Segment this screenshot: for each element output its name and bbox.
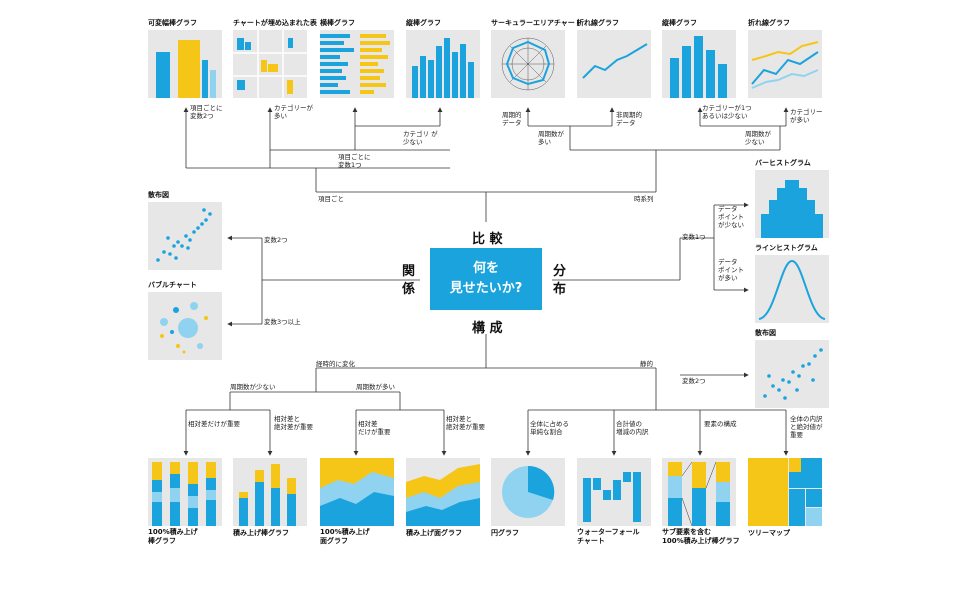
title-line-hist: ラインヒストグラム: [755, 244, 818, 252]
title-waterfall-line1: ウォーターフォール: [577, 528, 640, 536]
title-scatter-rel: 散布図: [148, 191, 169, 199]
title-stacked100-col-line2: 棒グラフ: [148, 537, 176, 545]
title-stacked100-area-line2: 面グラフ: [320, 537, 348, 545]
thumb-column2: [662, 30, 736, 98]
label-many-points: データ ポイント が多い: [718, 258, 744, 282]
thumb-stacked100-col: [148, 458, 222, 526]
label-few-periods: 周期数が 少ない: [745, 130, 771, 146]
title-line-multi: 折れ線グラフ: [748, 19, 790, 27]
axis-relationship: 関 係: [402, 264, 416, 297]
title-stacked-area: 積み上げ面グラフ: [406, 529, 462, 537]
thumb-bubble: [148, 292, 222, 360]
label-components: 要素の構成: [704, 420, 737, 428]
label-rel-diff-only-2: 相対差 だけが重要: [358, 420, 391, 436]
label-rel-diff-only-1: 相対差だけが重要: [188, 420, 240, 428]
thumb-stacked-area: [406, 458, 480, 526]
title-column: 縦棒グラフ: [406, 19, 441, 27]
title-pie: 円グラフ: [491, 529, 519, 537]
thumb-waterfall: [577, 458, 651, 526]
title-stacked-col: 積み上げ棒グラフ: [233, 529, 289, 537]
title-sub-stacked-line2: 100%積み上げ棒グラフ: [662, 537, 740, 545]
label-many-cat: カテゴリー が多い: [790, 108, 823, 124]
thumb-bar-h: [320, 30, 394, 98]
axis-composition: 構 成: [472, 321, 503, 336]
label-changes-over-time: 経時的に変化: [316, 360, 355, 368]
label-two-vars-per-item: 項目ごとに 変数2つ: [190, 104, 223, 120]
label-few-categories: カテゴリ が 少ない: [403, 130, 438, 146]
thumb-histogram: [755, 170, 829, 238]
label-rel-abs-1: 相対差と 絶対差が重要: [274, 415, 313, 431]
thumb-stacked-col: [233, 458, 307, 526]
title-waterfall-line2: チャート: [577, 537, 605, 545]
label-accum-sub: 合計値の 増減の内訳: [616, 420, 649, 436]
center-question-box: 何を 見せたいか?: [430, 248, 542, 310]
thumb-radar: [491, 30, 565, 98]
label-two-vars-dist: 変数2つ: [682, 377, 706, 385]
label-few-points: データ ポイント が少ない: [718, 205, 744, 229]
title-stacked100-col: 100%積み上げ 棒グラフ: [148, 528, 198, 546]
label-non-periodic: 非周期的 データ: [616, 111, 642, 127]
thumb-treemap: [748, 458, 822, 526]
thumb-table-chart: [233, 30, 307, 98]
title-waterfall: ウォーターフォール チャート: [577, 528, 640, 546]
thumb-line-hist: [755, 255, 829, 323]
label-per-item: 項目ごと: [318, 195, 344, 203]
title-stacked100-col-line1: 100%積み上げ: [148, 528, 198, 536]
label-three-vars: 変数3つ以上: [264, 318, 301, 326]
axis-distribution: 分 布: [553, 264, 567, 297]
thumb-scatter-rel: [148, 202, 222, 270]
label-rel-abs-2: 相対差と 絶対差が重要: [446, 415, 485, 431]
label-many-periods-b: 周期数が多い: [356, 383, 395, 391]
title-stacked100-area: 100%積み上げ 面グラフ: [320, 528, 370, 546]
label-time-series: 時系列: [634, 195, 654, 203]
label-periodic: 周期的 データ: [502, 111, 522, 127]
thumb-column: [406, 30, 480, 98]
thumb-sub-stacked: [662, 458, 736, 526]
label-few-periods-b: 周期数が少ない: [230, 383, 276, 391]
title-column2: 縦棒グラフ: [662, 19, 697, 27]
title-scatter-dist: 散布図: [755, 329, 776, 337]
title-bubble: バブルチャート: [148, 281, 197, 289]
label-components-abs: 全体の内訳 と絶対値が 重要: [790, 415, 823, 439]
thumb-scatter-dist: [755, 340, 829, 408]
label-one-var: 変数1つ: [682, 233, 706, 241]
label-many-periods: 周期数が 多い: [538, 130, 564, 146]
label-two-vars-rel: 変数2つ: [264, 236, 288, 244]
thumb-stacked100-area: [320, 458, 394, 526]
label-few-cat-group: カテゴリーが1つ あるいは少ない: [702, 104, 752, 120]
thumb-line-multi: [748, 30, 822, 98]
label-one-var-per-item: 項目ごとに 変数1つ: [338, 153, 371, 169]
label-static: 静的: [640, 360, 653, 368]
label-share-of-total: 全体に占める 単純な割合: [530, 420, 569, 436]
center-line-1: 何を: [472, 261, 499, 276]
title-stacked100-area-line1: 100%積み上げ: [320, 528, 370, 536]
title-var-width-col: 可変幅棒グラフ: [148, 19, 197, 27]
title-line-few: 折れ線グラフ: [577, 19, 619, 27]
title-bar-h: 横棒グラフ: [320, 19, 355, 27]
title-sub-stacked: サブ要素を含む 100%積み上げ棒グラフ: [662, 528, 740, 546]
thumb-pie: [491, 458, 565, 526]
title-table-chart: チャートが埋め込まれた表: [233, 19, 317, 27]
title-sub-stacked-line1: サブ要素を含む: [662, 528, 711, 536]
title-treemap: ツリーマップ: [748, 529, 790, 537]
title-histogram: バーヒストグラム: [755, 159, 811, 167]
title-radar: サーキュラーエリアチャート: [491, 19, 582, 27]
center-line-2: 見せたいか?: [449, 281, 523, 296]
axis-comparison: 比 較: [472, 232, 503, 247]
thumb-line-few: [577, 30, 651, 98]
label-many-categories: カテゴリーが 多い: [274, 104, 313, 120]
thumb-var-width-col: [148, 30, 222, 98]
